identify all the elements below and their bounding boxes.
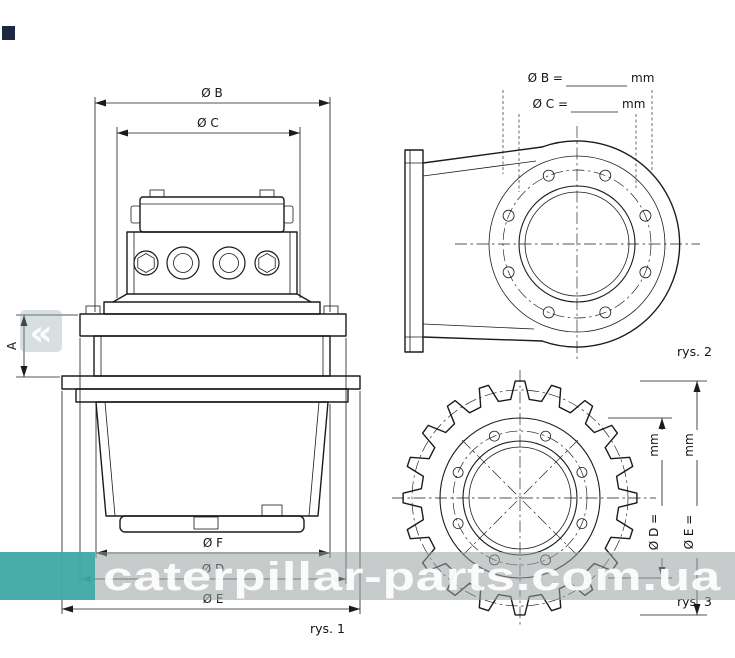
bolt-head bbox=[323, 305, 339, 315]
dim-f-label: Ø F bbox=[203, 536, 223, 550]
drain-plug bbox=[193, 516, 219, 530]
plug-hex-heads bbox=[137, 253, 276, 273]
bolt-hole bbox=[576, 518, 588, 529]
dim-a-figure1: A bbox=[5, 314, 78, 378]
dim-c-label: Ø C bbox=[197, 116, 219, 130]
chevron-watermark: « bbox=[20, 310, 62, 354]
dim-b-figure2: Ø B = mm bbox=[502, 71, 654, 174]
dim-e-unit: mm bbox=[682, 433, 696, 456]
figure1-final-drive-front-view: Ø B Ø C bbox=[5, 86, 361, 636]
watermark: caterpillar-parts.com.ua bbox=[0, 552, 735, 600]
bolt-hole bbox=[452, 466, 464, 478]
bolt-hole bbox=[540, 430, 551, 442]
bolt-ring bbox=[103, 301, 321, 315]
final-drive-body bbox=[61, 189, 361, 533]
housing-outline bbox=[404, 140, 681, 353]
watermark-band bbox=[0, 552, 735, 600]
bolt-hole bbox=[542, 306, 555, 319]
watermark-accent-block bbox=[0, 552, 95, 600]
sprocket-flange bbox=[61, 375, 361, 390]
dim-e-callout-label: Ø E = bbox=[682, 515, 696, 550]
dim-b-unit: mm bbox=[631, 71, 654, 85]
cap-tab bbox=[259, 189, 275, 198]
dim-d-unit: mm bbox=[647, 433, 661, 456]
chevron-square bbox=[20, 310, 62, 352]
housing-circles bbox=[455, 126, 700, 362]
dim-f-figure1: Ø F bbox=[95, 404, 331, 558]
dim-c-figure2: Ø C = mm bbox=[518, 97, 645, 192]
figure1-caption: rys. 1 bbox=[310, 621, 345, 636]
chevron-icon: « bbox=[29, 313, 52, 354]
dim-c-figure1: Ø C bbox=[116, 116, 301, 298]
bolt-hole bbox=[599, 306, 612, 319]
hex-plug bbox=[133, 250, 159, 276]
top-cap bbox=[139, 196, 285, 233]
dim-d-callout-label: Ø D = bbox=[647, 514, 661, 550]
hex-plug bbox=[254, 250, 280, 276]
bolt-holes bbox=[502, 169, 652, 319]
pitch-circle bbox=[411, 389, 629, 607]
bolt-hole bbox=[576, 466, 588, 478]
bolt-head bbox=[85, 305, 101, 315]
cap-side-lug bbox=[283, 205, 294, 224]
mounting-flange bbox=[404, 149, 424, 353]
lower-housing bbox=[95, 401, 329, 517]
dim-e-figure3: mm Ø E = bbox=[640, 380, 707, 616]
figure3-sprocket-view: mm Ø D = mm Ø E = rys. 3 bbox=[392, 370, 712, 626]
drain-plug bbox=[261, 504, 283, 517]
bolt-hole bbox=[452, 518, 464, 529]
bolt-hole bbox=[502, 209, 515, 222]
corner-artifact-mark bbox=[2, 26, 15, 40]
bolt-hole bbox=[542, 169, 555, 182]
centerline-diagonal bbox=[461, 439, 579, 557]
dim-b-figure1: Ø B bbox=[94, 86, 331, 312]
sprocket-flange-step bbox=[75, 388, 349, 403]
bolt-hole bbox=[502, 266, 515, 279]
bottom-cover bbox=[119, 515, 305, 533]
bolt-hole bbox=[599, 169, 612, 182]
mid-body bbox=[93, 335, 331, 377]
watermark-text: caterpillar-parts.com.ua bbox=[103, 555, 721, 599]
hex-head bbox=[137, 253, 155, 273]
socket-plug bbox=[166, 246, 200, 280]
cap-tab bbox=[149, 189, 165, 198]
dim-a-label: A bbox=[5, 341, 19, 350]
dim-c-unit: mm bbox=[622, 97, 645, 111]
figure2-caption: rys. 2 bbox=[677, 344, 712, 359]
socket-plug bbox=[212, 246, 246, 280]
dim-c-callout-label: Ø C = bbox=[532, 97, 568, 111]
upper-housing bbox=[126, 231, 298, 295]
bolt-hole bbox=[488, 430, 500, 442]
bolt-hole bbox=[639, 209, 652, 222]
figure2-housing-side-view: Ø B = mm Ø C = mm bbox=[404, 71, 712, 362]
dim-b-label: Ø B bbox=[201, 86, 223, 100]
hex-head bbox=[258, 253, 276, 273]
cap-side-lug bbox=[130, 205, 141, 224]
dim-b-callout-label: Ø B = bbox=[528, 71, 563, 85]
bolt-hole bbox=[639, 266, 652, 279]
main-flange bbox=[79, 313, 347, 337]
